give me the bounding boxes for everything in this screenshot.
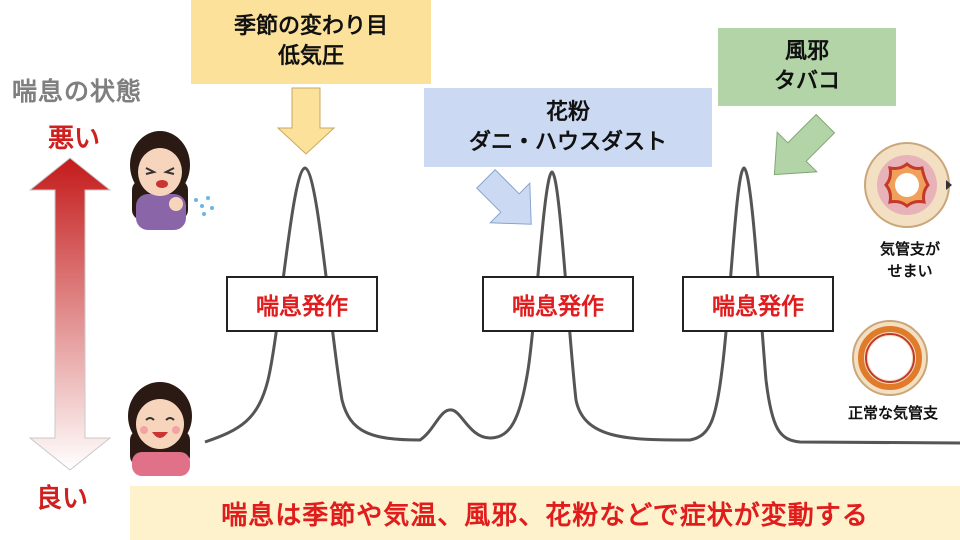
smiling-woman-icon bbox=[128, 382, 192, 476]
narrow-bronchus-line2: せまい bbox=[887, 262, 933, 280]
trigger-season: 季節の変わり目 低気圧 bbox=[191, 0, 431, 84]
narrow-bronchus-icon bbox=[864, 142, 952, 228]
trigger-pollen-line2: ダニ・ハウスダスト bbox=[468, 129, 667, 155]
coughing-woman-icon bbox=[130, 131, 214, 230]
normal-bronchus-label: 正常な気管支 bbox=[847, 404, 938, 422]
narrow-bronchus-line1: 気管支が bbox=[879, 240, 940, 258]
cold-arrow bbox=[773, 113, 836, 176]
trigger-pollen: 花粉 ダニ・ハウスダスト bbox=[424, 88, 712, 167]
narrow-bronchus-label: 気管支が せまい bbox=[860, 238, 960, 282]
trigger-cold: 風邪 タバコ bbox=[718, 28, 896, 106]
trigger-season-line1: 季節の変わり目 bbox=[233, 14, 388, 39]
trigger-season-line2: 低気圧 bbox=[277, 44, 344, 69]
trigger-cold-line2: タバコ bbox=[773, 69, 840, 94]
severity-arrow bbox=[28, 157, 112, 471]
axis-label-good: 良い bbox=[36, 484, 89, 514]
season-arrow bbox=[276, 87, 336, 155]
footer-caption: 喘息は季節や気温、風邪、花粉などで症状が変動する bbox=[130, 486, 960, 540]
axis-title: 喘息の状態 bbox=[12, 77, 143, 106]
pollen-arrow bbox=[476, 169, 532, 225]
trigger-pollen-line1: 花粉 bbox=[545, 99, 590, 125]
attack-label-3: 喘息発作 bbox=[682, 276, 834, 332]
normal-bronchus-icon bbox=[852, 320, 928, 396]
trigger-cold-line1: 風邪 bbox=[784, 39, 829, 64]
attack-label-1: 喘息発作 bbox=[226, 276, 378, 332]
attack-label-2: 喘息発作 bbox=[482, 276, 634, 332]
axis-label-bad: 悪い bbox=[48, 124, 101, 154]
symptom-curve bbox=[204, 166, 960, 445]
